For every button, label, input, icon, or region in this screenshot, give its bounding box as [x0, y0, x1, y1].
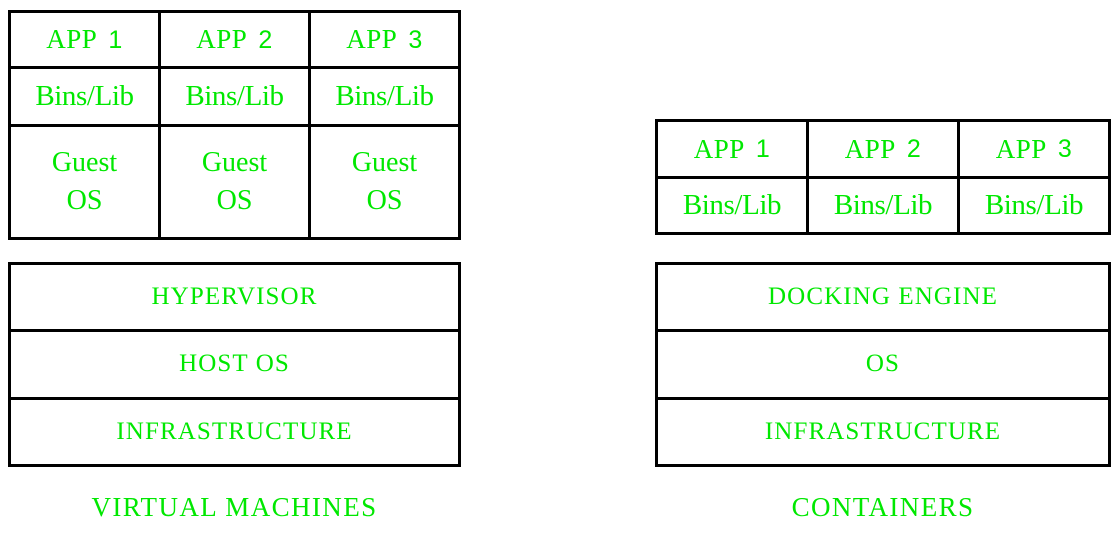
vm-layer-host-os: HOST OS	[11, 332, 458, 397]
vm-guest-os-line2-3: OS	[366, 185, 403, 216]
vm-caption: VIRTUAL MACHINES	[91, 492, 378, 522]
vm-app-label-1: APP	[46, 24, 98, 55]
vm-app-cell-1: APP 1	[11, 13, 158, 66]
vm-guest-os-line1-2: Guest	[201, 147, 268, 179]
vm-bins-cell-1: Bins/Lib	[11, 69, 158, 124]
container-app-number-1: 1	[755, 134, 771, 163]
vm-app-number-1: 1	[108, 25, 123, 54]
vm-layer-infrastructure: INFRASTRUCTURE	[11, 399, 458, 464]
container-caption: CONTAINERS	[791, 492, 975, 522]
container-app-label-2: APP	[844, 133, 896, 164]
vm-layer-hypervisor: HYPERVISOR	[11, 265, 458, 330]
container-app-grid: APP 1 APP 2 APP 3 Bins/Lib Bins/Lib Bins…	[655, 119, 1111, 235]
container-app-label-3: APP	[995, 133, 1047, 164]
container-app-number-3: 3	[1057, 134, 1073, 163]
container-bins-cell-2: Bins/Lib	[809, 178, 957, 232]
vm-app-cell-2: APP 2	[161, 13, 308, 66]
container-layer-docking-engine: DOCKING ENGINE	[658, 265, 1108, 330]
container-layer-os: OS	[658, 332, 1108, 397]
vm-guest-os-cell-3: Guest OS	[311, 127, 458, 237]
vm-app-label-3: APP	[346, 24, 398, 55]
vm-app-cell-3: APP 3	[311, 13, 458, 66]
vm-guest-os-cell-2: Guest OS	[161, 127, 308, 237]
container-bins-cell-1: Bins/Lib	[658, 178, 806, 232]
vm-app-number-2: 2	[258, 25, 273, 54]
vm-bins-cell-3: Bins/Lib	[311, 69, 458, 124]
vm-bins-cell-2: Bins/Lib	[161, 69, 308, 124]
container-app-cell-1: APP 1	[658, 122, 806, 176]
vm-layer-stack: HYPERVISOR HOST OS INFRASTRUCTURE	[8, 262, 461, 467]
vm-app-label-2: APP	[196, 24, 248, 55]
container-layer-stack: DOCKING ENGINE OS INFRASTRUCTURE	[655, 262, 1111, 467]
vm-app-grid: APP 1 APP 2 APP 3 Bins/Lib Bins/Lib Bins…	[8, 10, 461, 240]
vm-guest-os-line2-1: OS	[66, 185, 103, 216]
vm-guest-os-line1-3: Guest	[351, 147, 418, 179]
vm-guest-os-line2-2: OS	[216, 185, 253, 216]
vm-app-number-3: 3	[408, 25, 423, 54]
container-bins-cell-3: Bins/Lib	[960, 178, 1108, 232]
container-app-cell-2: APP 2	[809, 122, 957, 176]
container-app-label-1: APP	[693, 133, 745, 164]
vm-guest-os-line1-1: Guest	[51, 147, 118, 179]
vm-guest-os-cell-1: Guest OS	[11, 127, 158, 237]
container-app-cell-3: APP 3	[960, 122, 1108, 176]
container-app-number-2: 2	[906, 134, 922, 163]
container-layer-infrastructure: INFRASTRUCTURE	[658, 399, 1108, 464]
